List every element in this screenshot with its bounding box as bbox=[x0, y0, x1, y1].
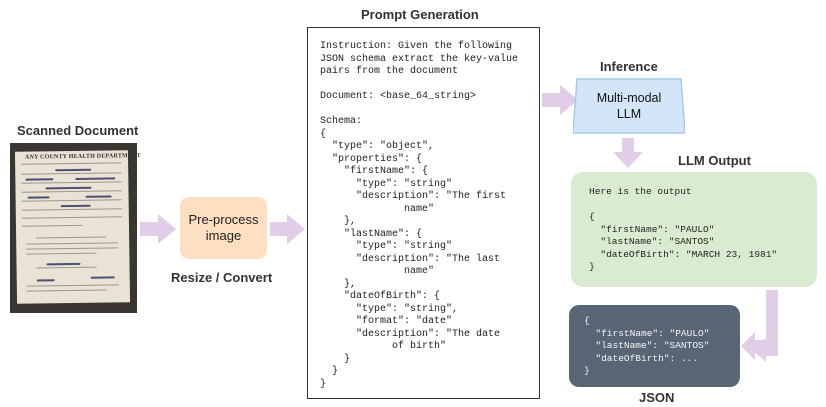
resize-convert-label: Resize / Convert bbox=[171, 270, 273, 285]
llm-output-label: LLM Output bbox=[678, 153, 751, 168]
llm-label-line2: LLM bbox=[616, 107, 642, 121]
multimodal-llm-box: Multi-modal LLM bbox=[573, 78, 685, 134]
llm-output-box: Here is the output { "firstName": "PAULO… bbox=[571, 172, 817, 287]
document-header: ANY COUNTY HEALTH DEPARTMENT bbox=[24, 153, 141, 161]
scanned-document-label: Scanned Document bbox=[17, 123, 139, 138]
arrow-scan-to-preprocess bbox=[140, 214, 176, 244]
arrow-preprocess-to-prompt bbox=[270, 214, 305, 244]
prompt-text: Instruction: Given the following JSON sc… bbox=[320, 41, 519, 390]
llm-output-text: Here is the output { "firstName": "PAULO… bbox=[589, 186, 778, 272]
preprocess-image-box: Pre-process image bbox=[180, 197, 267, 259]
json-result-text: { "firstName": "PAULO" "lastName": "SANT… bbox=[584, 315, 710, 376]
preprocess-label-line1: Pre-process bbox=[188, 212, 259, 227]
document-paper: ANY COUNTY HEALTH DEPARTMENT bbox=[14, 150, 141, 304]
arrow-prompt-to-inference bbox=[542, 85, 578, 115]
prompt-generation-label: Prompt Generation bbox=[361, 7, 479, 22]
llm-trapezoid-shape bbox=[573, 78, 685, 134]
inference-label: Inference bbox=[600, 59, 658, 74]
json-result-box: { "firstName": "PAULO" "lastName": "SANT… bbox=[569, 305, 740, 387]
arrow-inference-to-output bbox=[613, 138, 643, 168]
llm-label-line1: Multi-modal bbox=[596, 91, 662, 105]
prompt-box: Instruction: Given the following JSON sc… bbox=[307, 27, 540, 399]
preprocess-label-line2: image bbox=[205, 228, 242, 243]
json-label: JSON bbox=[639, 390, 675, 405]
scanned-document-image: ANY COUNTY HEALTH DEPARTMENT bbox=[10, 143, 141, 313]
